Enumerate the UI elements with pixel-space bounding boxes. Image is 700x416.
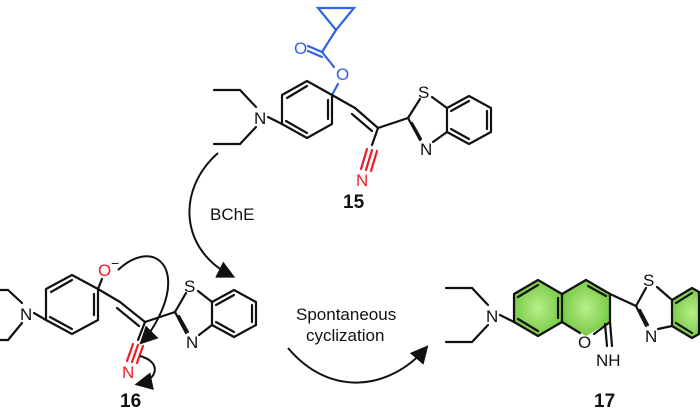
ester-oxygen: O xyxy=(336,65,349,84)
compound-15: O O N N S N xyxy=(212,6,493,213)
compound-label-15: 15 xyxy=(343,192,365,213)
compound-label-16: 16 xyxy=(120,391,141,412)
aminophenyl-ring-16 xyxy=(44,273,100,336)
thiazole-nitrogen-15: N xyxy=(420,140,432,159)
compound-label-17: 17 xyxy=(594,391,615,412)
carbonyl-oxygen: O xyxy=(294,39,307,58)
thiazole-nitrogen-17: N xyxy=(645,327,657,346)
nitrile-nitrogen-16: N xyxy=(122,363,134,382)
amine-nitrogen: N xyxy=(254,109,266,128)
cyclization-arrow: Spontaneous cyclization xyxy=(287,305,429,384)
thiazole-sulfur-16: S xyxy=(184,277,195,296)
electron-arrow-1 xyxy=(117,255,170,345)
cyclopropyl-ester: O O xyxy=(294,6,357,84)
cyclization-label-2: cyclization xyxy=(306,326,384,345)
imine-nh: NH xyxy=(596,351,621,370)
thiazole-nitrogen-16: N xyxy=(186,333,198,352)
amine-nitrogen-17: N xyxy=(486,307,498,326)
electron-arrow-2 xyxy=(134,355,156,390)
benzothiazole-17: S N xyxy=(608,271,700,346)
benzothiazole-15: S N xyxy=(406,83,493,159)
cyclization-label-1: Spontaneous xyxy=(296,305,396,324)
thiazole-sulfur-15: S xyxy=(418,83,429,102)
benzothiazole-16: S N xyxy=(173,277,258,352)
enzyme-label: BChE xyxy=(210,205,254,224)
nitrile-nitrogen-15: N xyxy=(356,171,368,190)
thiazole-sulfur-17: S xyxy=(643,271,654,290)
enzyme-arrow: BChE xyxy=(188,152,254,278)
aminophenyl-ring-15 xyxy=(280,79,334,140)
chromene-oxygen: O xyxy=(578,333,591,352)
compound-17: O NH N S N 17 xyxy=(444,271,700,412)
amine-nitrogen-16: N xyxy=(20,305,32,324)
negative-charge: − xyxy=(111,255,119,271)
compound-16: O − N N S N xyxy=(0,255,258,412)
phenolate-oxygen: O xyxy=(98,261,111,280)
